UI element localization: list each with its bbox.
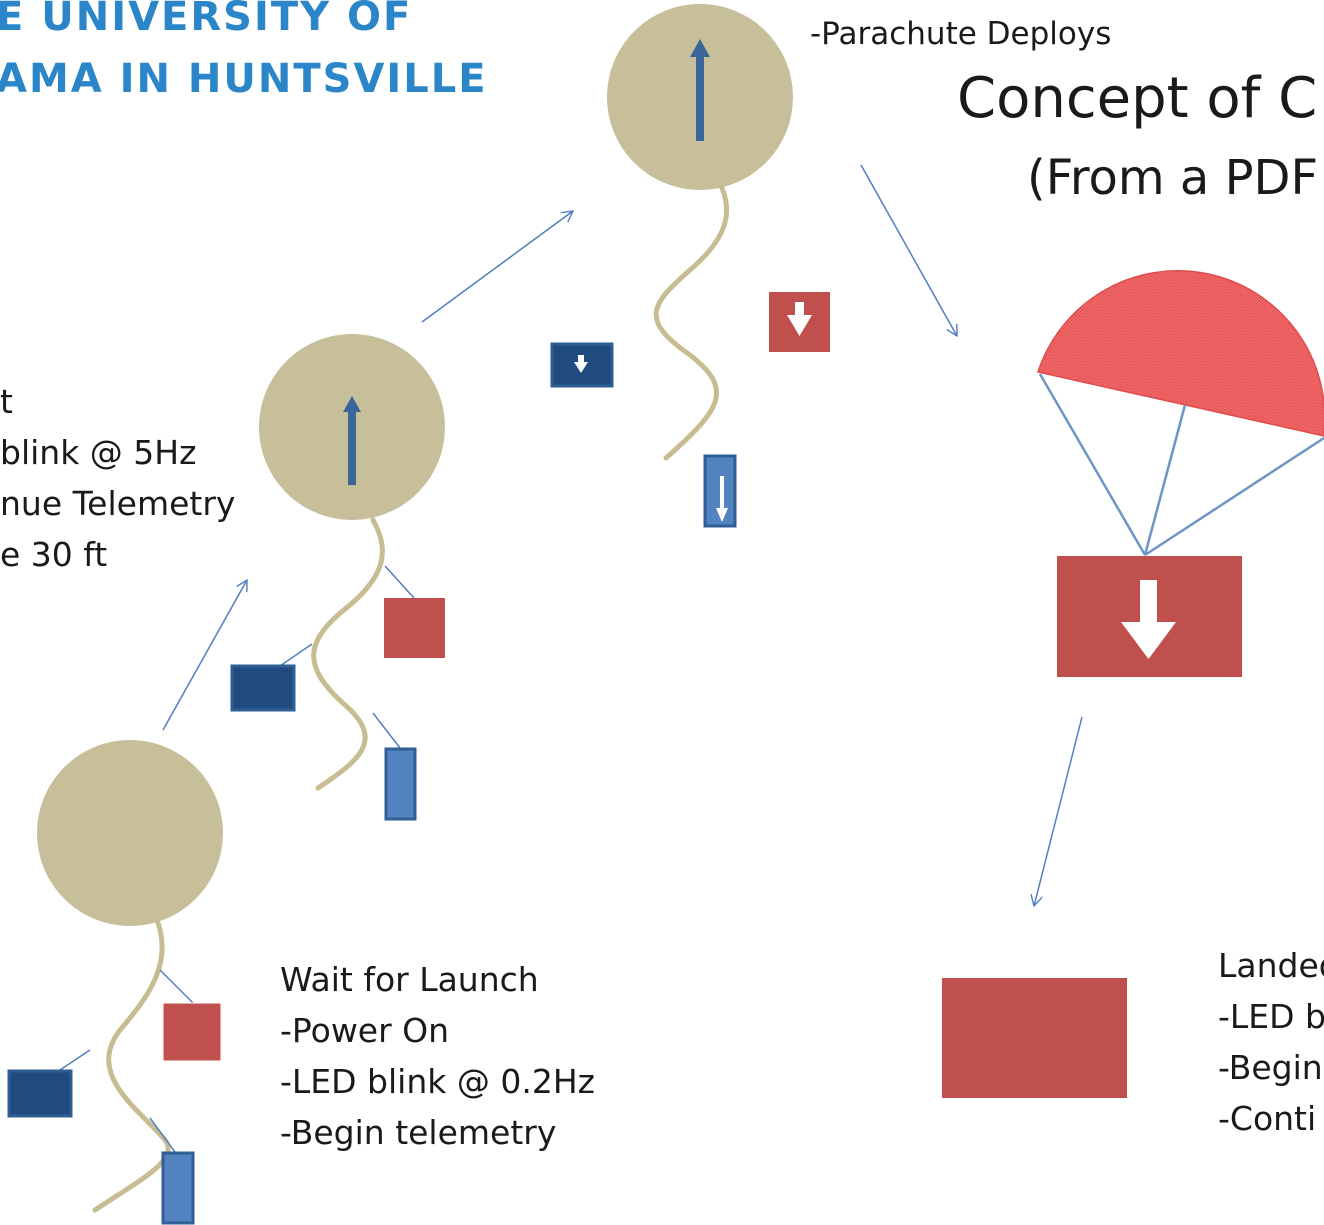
payload-connector	[59, 1049, 91, 1071]
payload-box-blue	[384, 747, 417, 821]
tether-line	[311, 517, 385, 791]
ascent-line-1: t	[0, 382, 13, 421]
payload-connector	[279, 643, 313, 667]
payload-box-navy	[230, 664, 296, 712]
parachute-line	[1144, 436, 1324, 557]
payload-connector	[159, 969, 194, 1004]
payload-box-blue	[703, 454, 737, 528]
payload-box-red	[162, 1002, 222, 1062]
page-subtitle: (From a PDF	[1027, 150, 1319, 206]
payload-box-red	[384, 598, 445, 658]
down-arrow-icon	[795, 302, 804, 317]
parachute-canopy	[1037, 270, 1324, 437]
landed-payload-box	[942, 978, 1127, 1098]
payload-connector	[149, 1117, 176, 1153]
wait-title: Wait for Launch	[280, 960, 539, 999]
university-logo-line-2: AMA IN HUNTSVILLE	[0, 56, 488, 102]
wait-line-1: -Power On	[280, 1011, 450, 1050]
parachute-line	[1143, 404, 1187, 556]
up-arrow-icon	[343, 396, 361, 485]
apogee-label: -Parachute Deploys	[810, 16, 1112, 52]
payload-box-red	[1057, 556, 1242, 677]
landed-line-3: -Conti	[1218, 1099, 1317, 1138]
wait-line-2: -LED blink @ 0.2Hz	[280, 1062, 595, 1101]
ascent-line-4: e 30 ft	[0, 535, 108, 574]
payload-box-navy	[7, 1069, 73, 1118]
landed-line-2: -Begin	[1218, 1048, 1323, 1087]
tether-line	[653, 167, 730, 461]
down-arrow-icon	[578, 355, 584, 363]
page-title: Concept of C	[957, 66, 1318, 131]
ascent-line-3: nue Telemetry	[0, 484, 236, 523]
payload-box-blue	[161, 1151, 195, 1225]
wait-line-3: -Begin telemetry	[280, 1113, 557, 1152]
flow-arrows	[162, 164, 1083, 906]
flow-arrow	[421, 211, 573, 323]
tether-line	[92, 912, 171, 1213]
landed-line-1: -LED b	[1218, 997, 1324, 1036]
balloon	[37, 740, 223, 926]
down-arrow-icon	[720, 476, 724, 509]
stage-ascent	[230, 334, 445, 821]
stage-wait-for-launch	[7, 740, 223, 1225]
parachute-line	[1038, 373, 1147, 556]
stage-descent	[1037, 270, 1324, 677]
payload-box-navy	[550, 342, 614, 388]
stage-apogee	[550, 4, 830, 528]
flow-arrow	[860, 164, 957, 336]
down-arrow-icon	[1140, 580, 1157, 624]
payload-connector	[384, 565, 415, 599]
university-logo-line-1: E UNIVERSITY OF	[0, 0, 413, 40]
flow-arrow	[162, 580, 247, 731]
payload-connector	[372, 712, 401, 749]
payload-box-red	[769, 292, 830, 352]
up-arrow-icon	[690, 39, 710, 141]
flow-arrow	[1034, 716, 1083, 906]
ascent-line-2: blink @ 5Hz	[0, 433, 197, 472]
landed-title: Landed	[1218, 946, 1324, 985]
